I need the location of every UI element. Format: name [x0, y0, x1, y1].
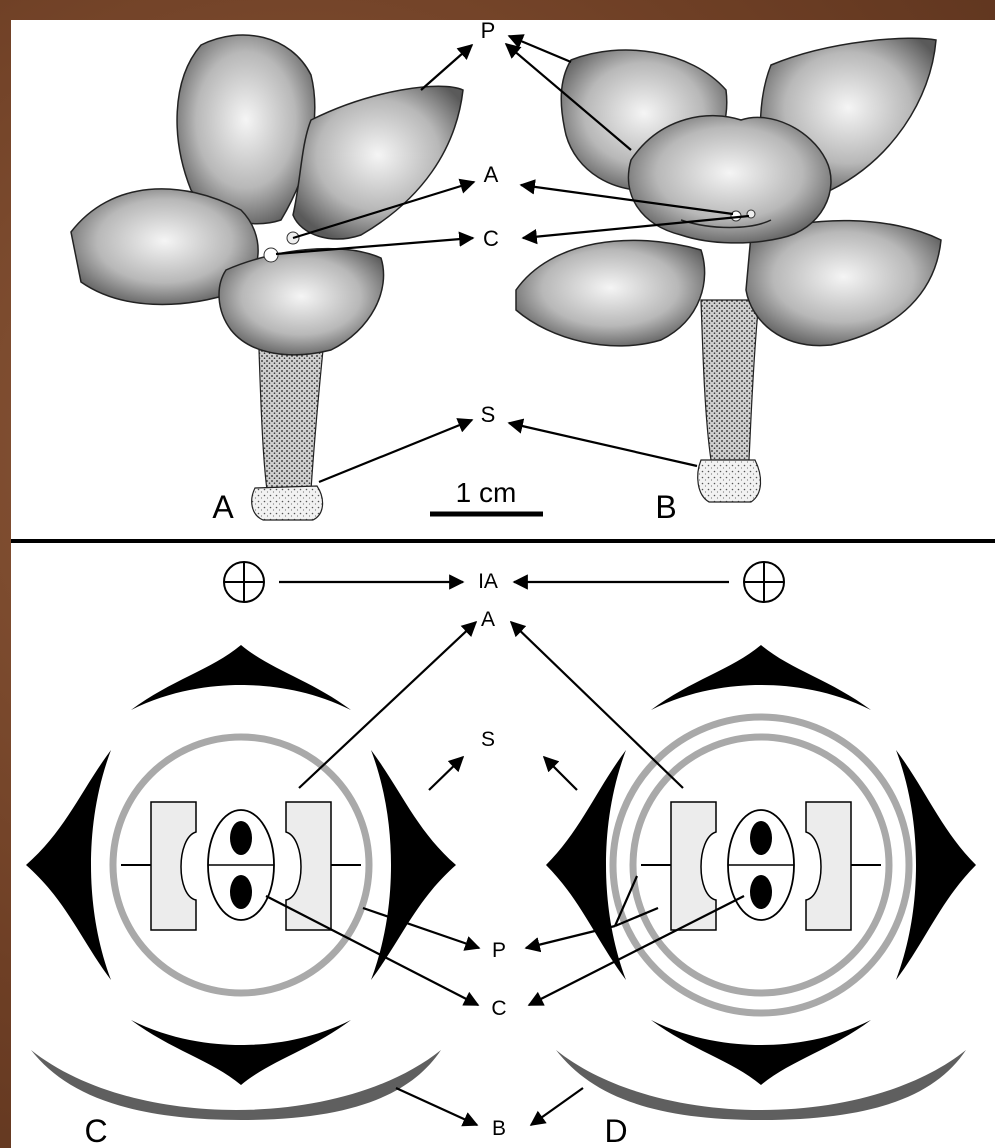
floral-diagram-d: D: [546, 562, 976, 1148]
arrow-petal-b1: [509, 36, 571, 62]
label-carpel-top: C: [483, 226, 499, 251]
label-petal-bottom: P: [492, 939, 506, 962]
panel-label-d: D: [604, 1113, 627, 1148]
carpel-c: [208, 810, 274, 920]
panel-label-b: B: [655, 489, 676, 525]
label-stalk-top: S: [481, 402, 496, 427]
arrow-stalk-b: [509, 423, 697, 466]
arrow-stalk-a: [319, 420, 472, 482]
panel-label-c: C: [84, 1113, 107, 1148]
floral-diagram-c: C: [26, 562, 456, 1148]
figure-panel: P A C S A B 1 cm: [11, 20, 995, 1148]
label-sepal-bottom: S: [481, 728, 495, 751]
panel-label-a: A: [212, 489, 234, 525]
figure-svg: P A C S A B 1 cm: [11, 20, 995, 1148]
carpel-d: [728, 810, 794, 920]
arrow-carpel-a: [276, 238, 473, 254]
label-anther-top: A: [484, 162, 499, 187]
inflorescence-axis-symbol-d: [744, 562, 784, 602]
label-anther-bottom: A: [481, 608, 495, 631]
label-petal-top: P: [481, 20, 496, 43]
label-inflorescence-axis: IA: [478, 570, 498, 593]
label-carpel-bottom: C: [491, 997, 506, 1020]
scale-bar-label: 1 cm: [456, 477, 517, 508]
arrow-petal-a: [421, 45, 472, 90]
inflorescence-axis-symbol-c: [224, 562, 264, 602]
label-bract-bottom: B: [492, 1117, 506, 1140]
